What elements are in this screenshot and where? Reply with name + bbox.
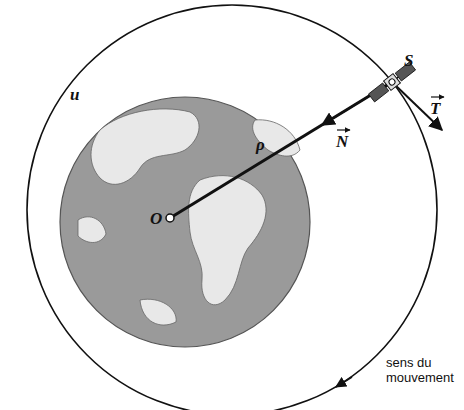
motion-arrow [336,377,352,387]
vector-overarrow [431,96,444,97]
radius-line [170,82,392,218]
orbit-circle [27,5,437,410]
tangent-vector [392,82,442,130]
center-point [166,214,174,222]
vector-overarrow [337,129,350,130]
vector-label: T [430,100,440,119]
radius-label: ρ [256,136,265,155]
vector-label: N [336,133,348,152]
point-label: S [404,52,413,71]
motion-note: sens du mouvement [386,356,460,386]
cropped-letter: u [70,86,79,105]
earth-globe [60,97,310,347]
normal-vector [322,82,392,125]
point-label: O [150,210,162,229]
